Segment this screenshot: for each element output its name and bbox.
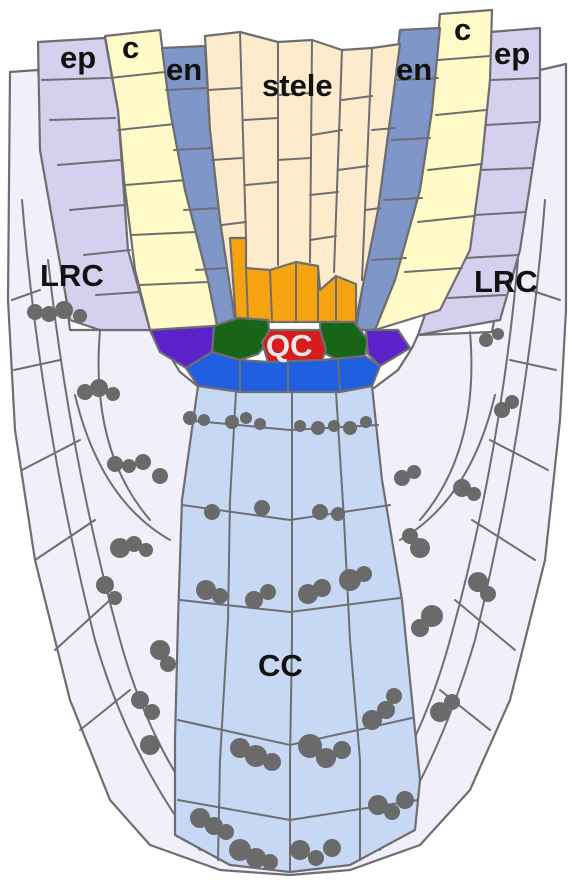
label-c-left: c — [122, 30, 139, 65]
label-lrc-left: LRC — [40, 258, 104, 293]
label-stele: stele — [262, 68, 333, 103]
label-en-right: en — [396, 52, 432, 87]
label-cc: CC — [258, 648, 303, 683]
label-qc: QC — [266, 328, 313, 363]
label-ep-right: ep — [494, 36, 530, 71]
label-c-right: c — [454, 12, 471, 47]
label-lrc-right: LRC — [474, 264, 538, 299]
label-en-left: en — [166, 52, 202, 87]
label-ep-left: ep — [60, 40, 96, 75]
